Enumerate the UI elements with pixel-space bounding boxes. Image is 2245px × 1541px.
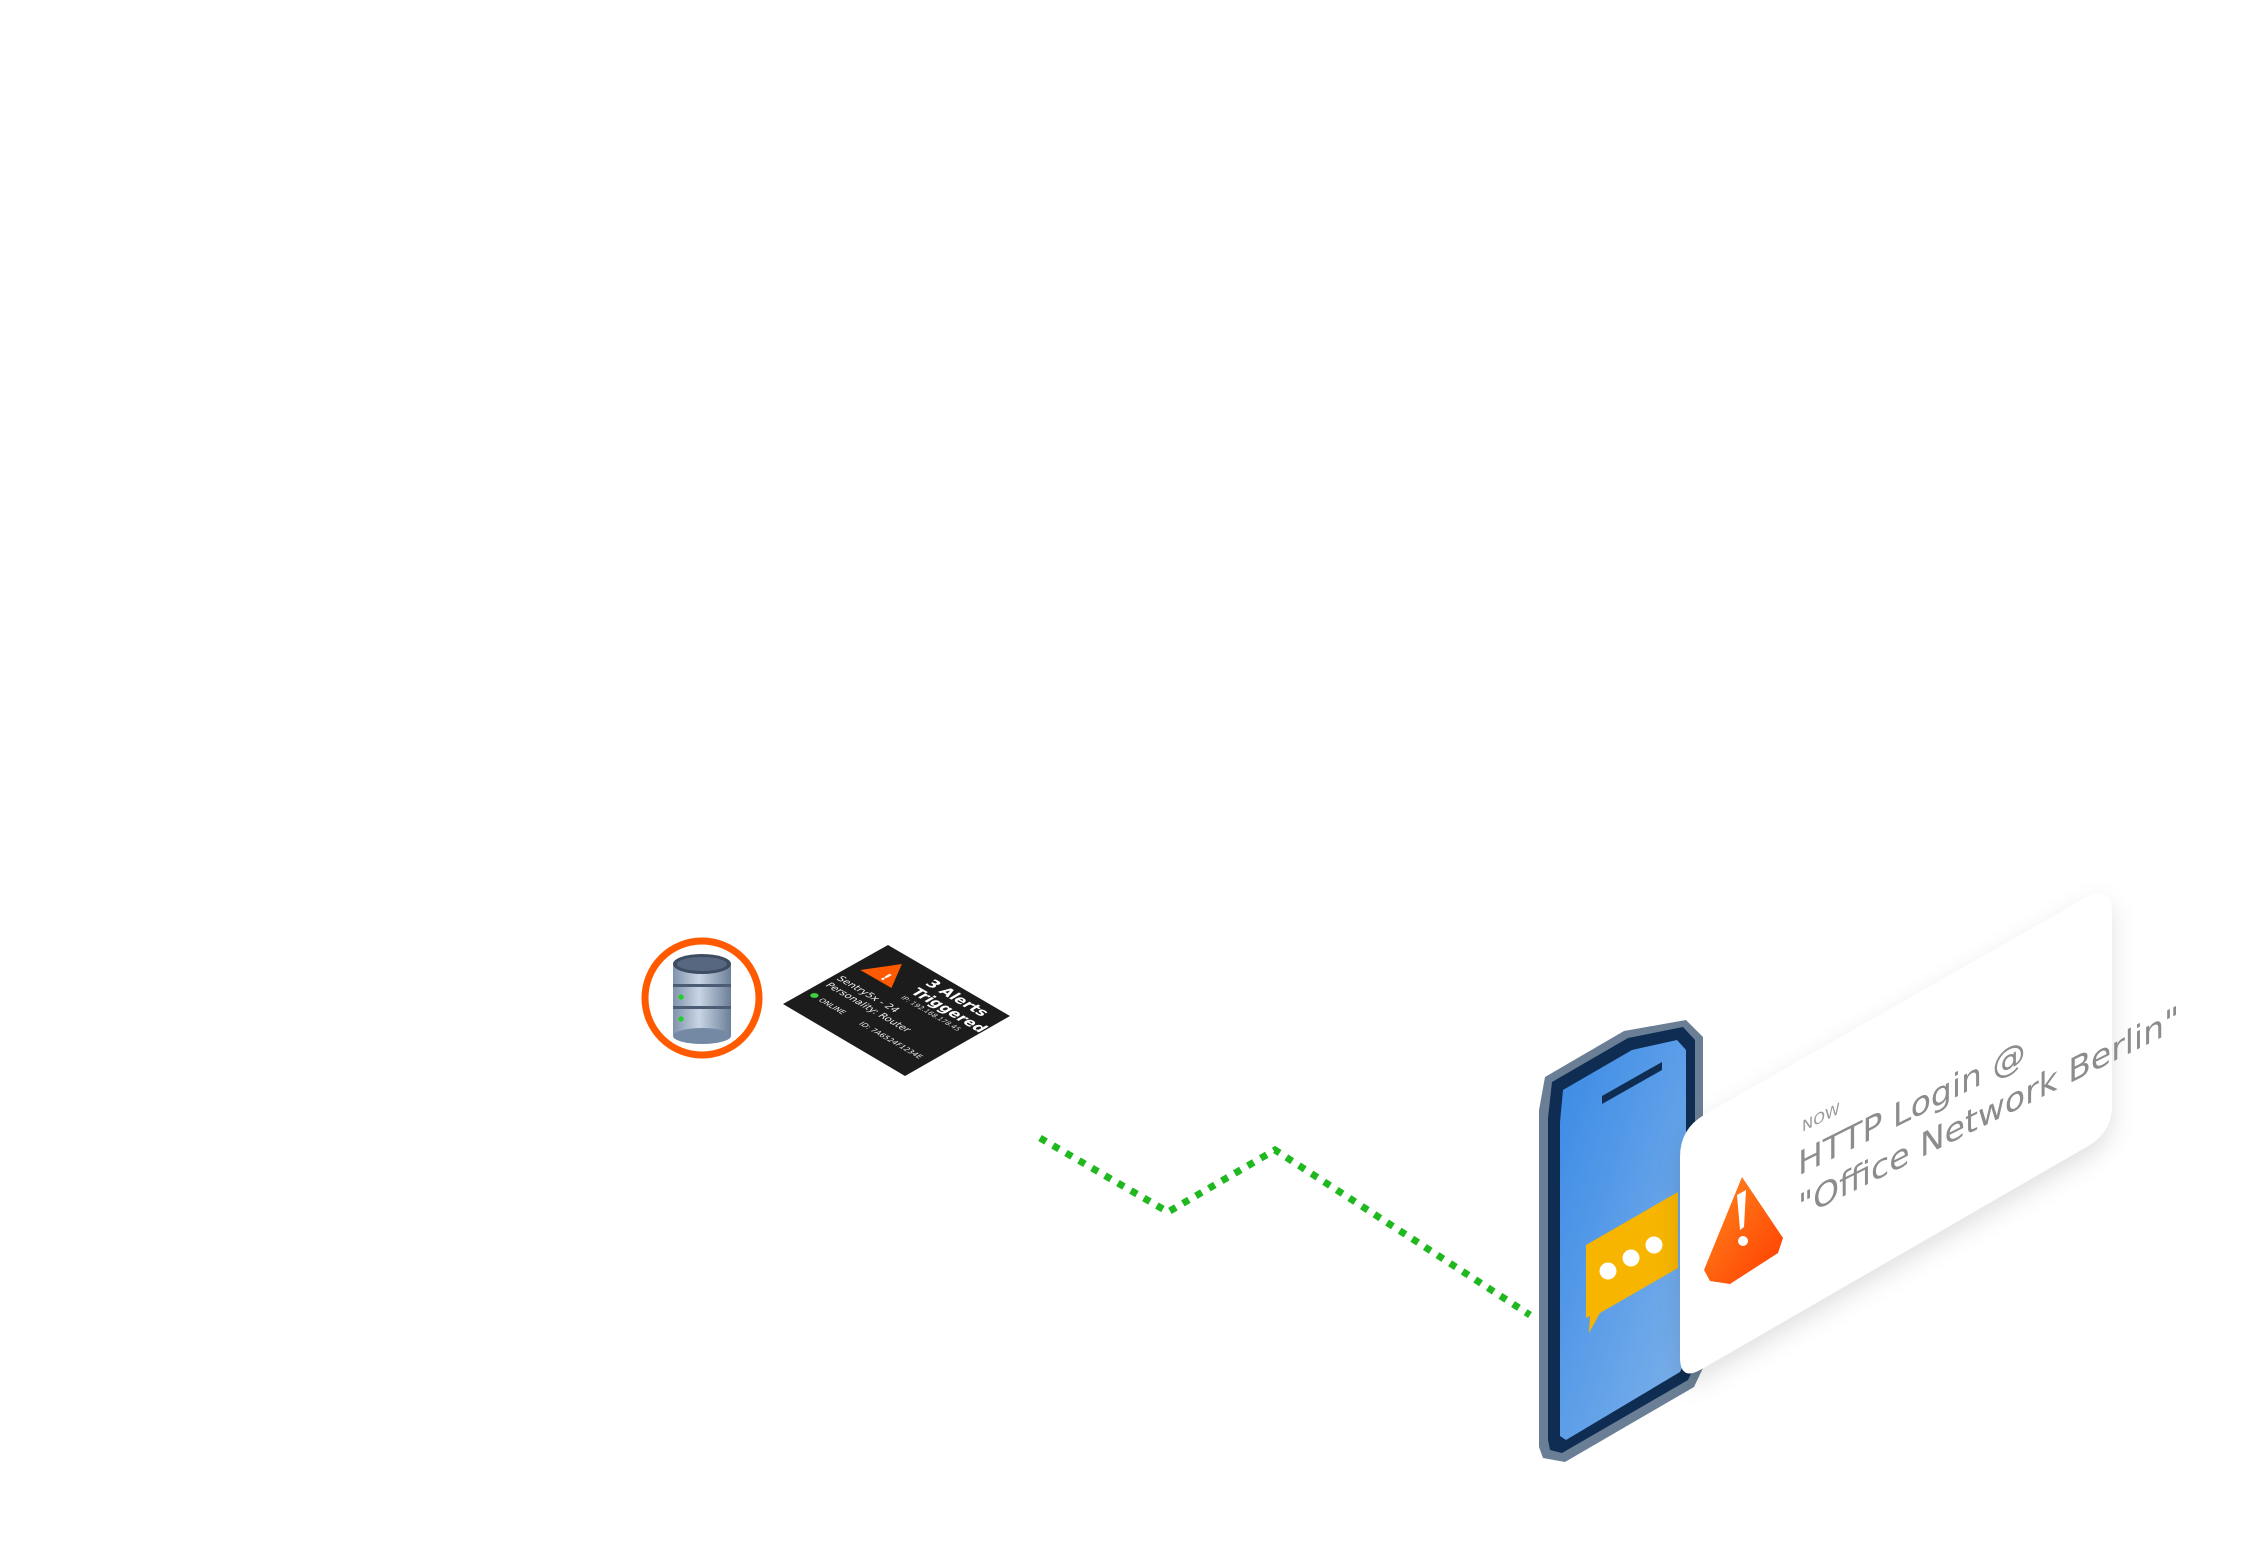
server-node — [641, 937, 763, 1059]
connection-line — [1038, 1134, 1532, 1318]
chat-bubble-icon — [1586, 1192, 1678, 1333]
phone-notch — [1602, 1062, 1662, 1104]
database-server-icon — [673, 954, 731, 1044]
device-alert-card: ! 3 Alerts Triggered IP: 192.168.178.45 … — [783, 945, 1010, 1076]
alert-triangle-icon — [860, 964, 902, 988]
smartphone — [1539, 1020, 1703, 1462]
status-dot — [810, 993, 819, 998]
warning-triangle-icon — [1704, 1177, 1783, 1284]
svg-text:!: ! — [876, 972, 895, 983]
device-card-background — [783, 945, 1010, 1076]
notification-background — [1680, 893, 2112, 1374]
notification-card: NOW HTTP Login @ "Office Network Berlin" — [1680, 893, 2179, 1374]
